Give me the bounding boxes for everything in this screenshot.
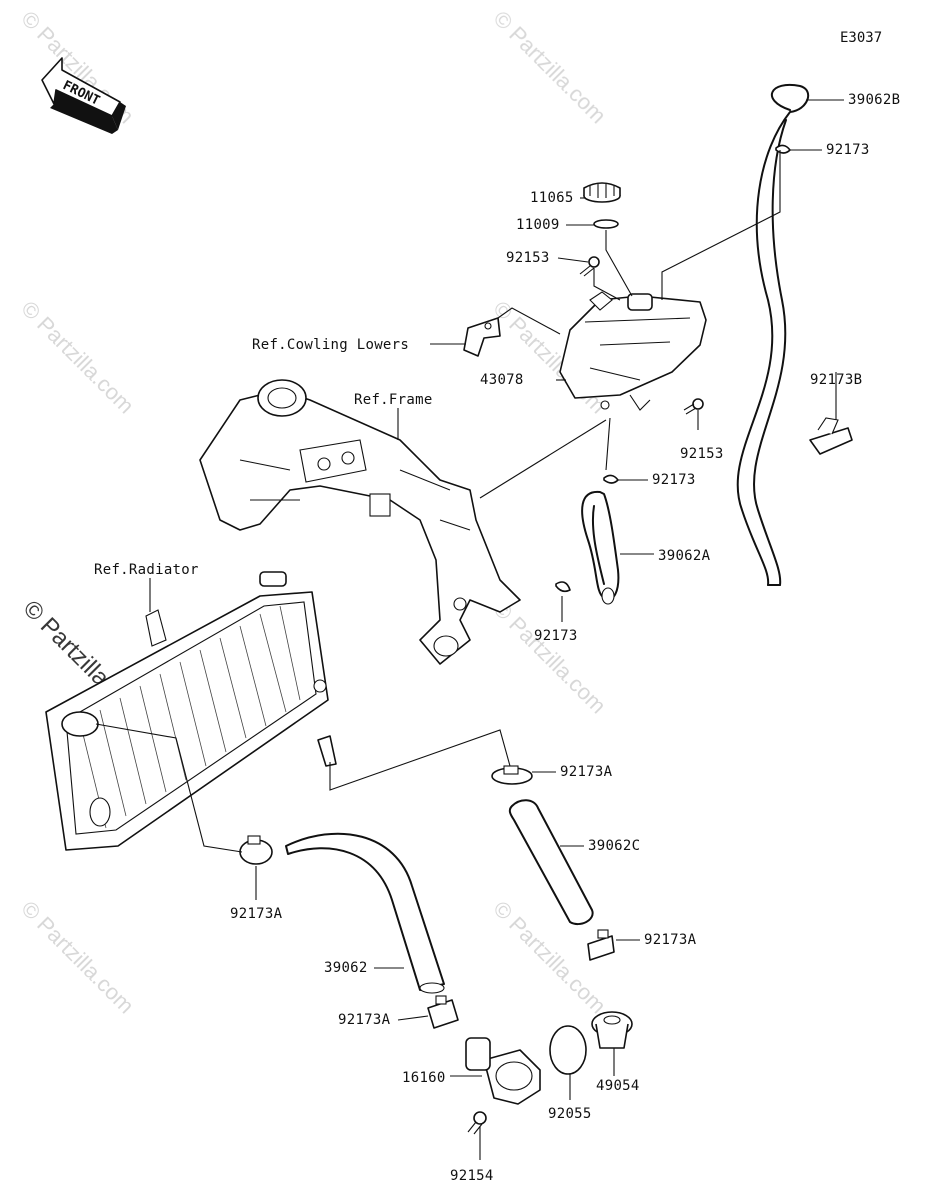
cowling-bracket	[463, 317, 501, 357]
label-92154: 92154	[450, 1168, 494, 1184]
frame	[199, 379, 521, 665]
watermark: © Partzilla.com	[488, 6, 611, 129]
label-92055: 92055	[548, 1106, 592, 1122]
o-ring-92055	[549, 1025, 587, 1075]
bolt-92153-b	[683, 398, 704, 415]
watermark: © Partzilla.com	[488, 596, 611, 719]
label-43078: 43078	[480, 372, 524, 388]
label-92153-b: 92153	[680, 446, 724, 462]
diagram-code: E3037	[840, 30, 882, 46]
thermostat-49054	[591, 1011, 633, 1049]
label-92173a-4: 92173A	[338, 1012, 391, 1028]
clip-92173-low	[555, 581, 571, 593]
water-pump-16160	[465, 1037, 541, 1105]
label-92173b: 92173B	[810, 372, 862, 388]
clip-92173-top	[775, 144, 791, 154]
hose-39062c	[508, 799, 594, 926]
clamp-92173a-2	[239, 835, 273, 865]
watermark: © Partzilla.com	[16, 296, 139, 419]
label-16160: 16160	[402, 1070, 446, 1086]
seal-11009	[593, 219, 619, 229]
clamp-92173a-1	[491, 765, 533, 785]
clamp-92173a-4	[427, 995, 459, 1029]
label-92173-mid: 92173	[652, 472, 696, 488]
label-92173a-3: 92173A	[644, 932, 697, 948]
cap-11065	[583, 182, 621, 203]
label-ref-radiator: Ref.Radiator	[94, 562, 199, 578]
hose-39062a	[581, 490, 620, 605]
clamp-92173a-3	[587, 929, 615, 961]
label-92173-low: 92173	[534, 628, 578, 644]
watermarks: © Partzilla.com © Partzilla.com © Partzi…	[16, 6, 611, 1019]
part-labels: 39062B 92173 11065 11009 92153 Ref.Cowli…	[94, 92, 900, 1184]
label-49054: 49054	[596, 1078, 640, 1094]
label-39062c: 39062C	[588, 838, 640, 854]
clamp-92173b	[809, 417, 853, 455]
label-11009: 11009	[516, 217, 560, 233]
label-39062a: 39062A	[658, 548, 711, 564]
hose-39062	[285, 832, 445, 994]
label-ref-frame: Ref.Frame	[354, 392, 433, 408]
radiator	[45, 571, 337, 851]
hose-39062b	[736, 83, 810, 586]
label-39062b: 39062B	[848, 92, 900, 108]
reservoir-tank	[559, 291, 707, 411]
leader-lines	[95, 99, 844, 1160]
clip-92173-mid	[603, 474, 619, 484]
label-39062: 39062	[324, 960, 368, 976]
label-92173a-2: 92173A	[230, 906, 283, 922]
label-92173-top: 92173	[826, 142, 870, 158]
label-ref-cowling: Ref.Cowling Lowers	[252, 337, 409, 353]
bolt-92154	[467, 1111, 487, 1135]
label-11065: 11065	[530, 190, 574, 206]
label-92173a-1: 92173A	[560, 764, 613, 780]
bolt-92153-a	[579, 256, 600, 277]
label-92153-a: 92153	[506, 250, 550, 266]
watermark: © Partzilla.com	[16, 896, 139, 1019]
